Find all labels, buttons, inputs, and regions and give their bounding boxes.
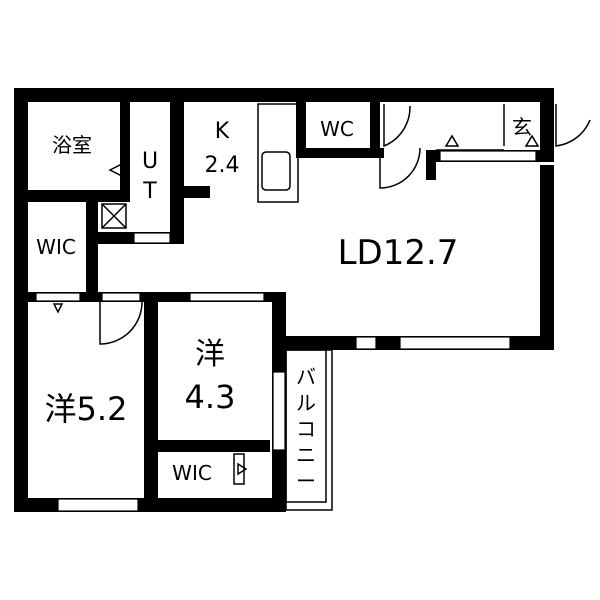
living-label: LD12.7 [338,233,459,273]
bedroom-small-kanji: 洋 [195,337,225,372]
balcony-char-1: バ [296,365,316,389]
bedroom-large-label: 洋5.2 [45,390,128,428]
balcony-char-4: ニ [296,443,316,467]
balcony-char-3: コ [296,417,316,441]
balcony [285,349,333,511]
doors [99,104,591,345]
interior-walls [28,102,554,498]
kitchen-size: 2.4 [205,153,240,178]
wic-bottom-label: WIC [172,461,212,485]
bath-label: 浴室 [52,133,92,157]
windows [35,150,537,512]
fixtures [52,103,540,485]
balcony-char-5: ー [296,469,316,493]
ut-label-t: T [142,179,157,204]
wic-left-label: WIC [36,235,76,259]
balcony-char-2: ル [296,391,316,415]
bedroom-small-size: 4.3 [185,378,236,416]
room-labels: 浴室 U T K 2.4 WC 玄 LD12.7 WIC 洋 4.3 洋5.2 … [36,115,532,493]
wc-label: WC [320,117,354,141]
ut-label-u: U [142,149,158,174]
kitchen-label: K [215,119,230,144]
entrance-label: 玄 [512,115,532,139]
